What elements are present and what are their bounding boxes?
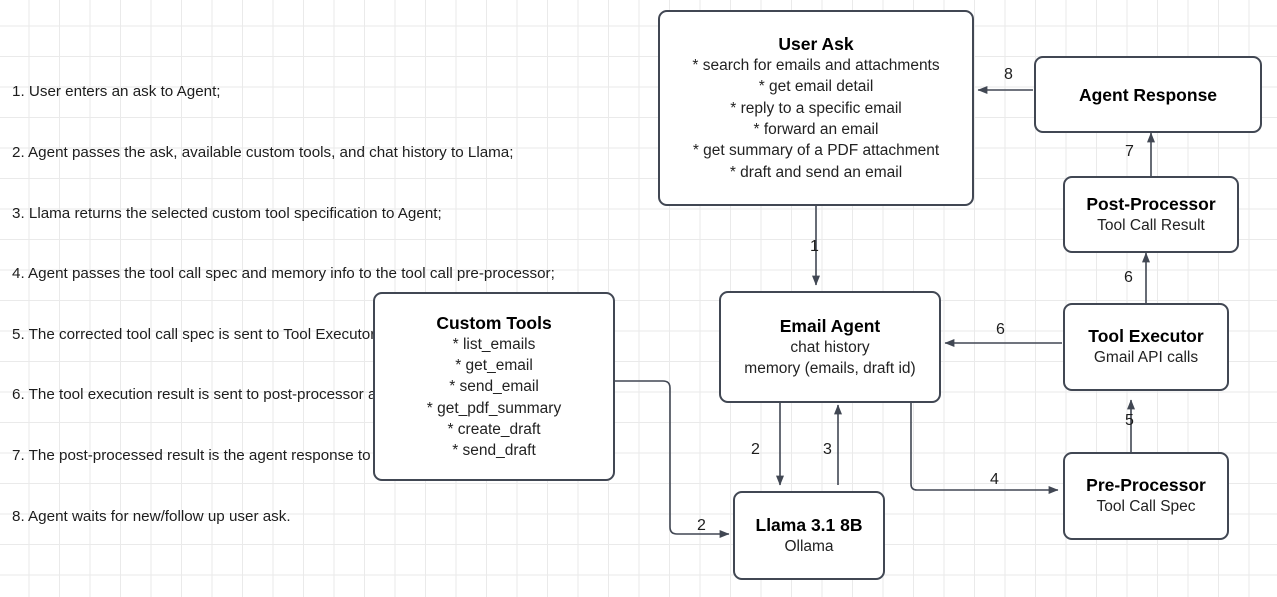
edge-label-1: 1 <box>810 238 819 255</box>
node-user-ask-line-6: * draft and send an email <box>729 163 903 181</box>
node-custom-tools[interactable]: Custom Tools * list_emails * get_email *… <box>373 292 615 481</box>
node-custom-tools-line-3: * send_email <box>449 378 539 396</box>
node-post-processor-title: Post-Processor <box>1086 193 1216 214</box>
node-tool-executor-line-1: Gmail API calls <box>1093 349 1199 367</box>
edge-label-2a: 2 <box>751 441 760 458</box>
node-pre-processor-title: Pre-Processor <box>1086 475 1206 496</box>
node-user-ask-line-2: * get email detail <box>758 78 874 96</box>
node-custom-tools-line-6: * send_draft <box>452 442 536 460</box>
legend-line-4: 4. Agent passes the tool call spec and m… <box>12 265 555 283</box>
node-llama[interactable]: Llama 3.1 8B Ollama <box>733 491 885 580</box>
edge-label-7: 7 <box>1125 143 1134 160</box>
edge-label-4: 4 <box>990 471 999 488</box>
node-custom-tools-title: Custom Tools <box>436 312 552 333</box>
node-llama-title: Llama 3.1 8B <box>755 514 863 535</box>
node-email-agent-line-1: chat history <box>790 338 870 356</box>
node-llama-line-1: Ollama <box>784 537 834 555</box>
legend-line-8: 8. Agent waits for new/follow up user as… <box>12 507 291 525</box>
node-pre-processor[interactable]: Pre-Processor Tool Call Spec <box>1063 452 1229 540</box>
node-agent-response-title: Agent Response <box>1078 84 1218 105</box>
node-custom-tools-line-4: * get_pdf_summary <box>426 399 562 417</box>
node-pre-processor-line-1: Tool Call Spec <box>1096 498 1196 516</box>
node-user-ask-line-4: * forward an email <box>753 121 879 138</box>
edge-label-5: 5 <box>1125 412 1134 429</box>
edge-label-2b: 2 <box>697 517 706 534</box>
node-tool-executor[interactable]: Tool Executor Gmail API calls <box>1063 303 1229 391</box>
legend-line-2: 2. Agent passes the ask, available custo… <box>12 144 514 161</box>
edge-2b-path <box>615 380 730 538</box>
edge-label-3: 3 <box>823 441 832 458</box>
legend-line-1: 1. User enters an ask to Agent; <box>12 83 221 101</box>
node-email-agent[interactable]: Email Agent chat history memory (emails,… <box>719 291 941 403</box>
node-agent-response[interactable]: Agent Response <box>1034 56 1262 133</box>
node-user-ask-line-3: * reply to a specific email <box>730 99 902 117</box>
node-post-processor-line-1: Tool Call Result <box>1097 216 1205 234</box>
node-custom-tools-line-5: * create_draft <box>447 420 541 438</box>
edge-label-6b: 6 <box>1124 269 1133 286</box>
edge-label-8: 8 <box>1004 66 1013 83</box>
node-email-agent-title: Email Agent <box>779 315 881 336</box>
node-tool-executor-title: Tool Executor <box>1088 326 1204 347</box>
node-user-ask[interactable]: User Ask * search for emails and attachm… <box>658 10 974 206</box>
edge-label-6a: 6 <box>996 321 1005 338</box>
node-user-ask-line-5: * get summary of a PDF attachment <box>692 142 940 160</box>
node-email-agent-line-2: memory (emails, draft id) <box>744 360 916 377</box>
legend-line-3: 3. Llama returns the selected custom too… <box>12 204 442 222</box>
node-user-ask-line-1: * search for emails and attachments <box>692 57 940 75</box>
node-custom-tools-line-2: * get_email <box>455 356 533 374</box>
node-user-ask-title: User Ask <box>778 34 854 55</box>
node-post-processor[interactable]: Post-Processor Tool Call Result <box>1063 176 1239 253</box>
edge-4-path <box>910 403 1059 494</box>
node-custom-tools-line-1: * list_emails <box>452 335 536 353</box>
